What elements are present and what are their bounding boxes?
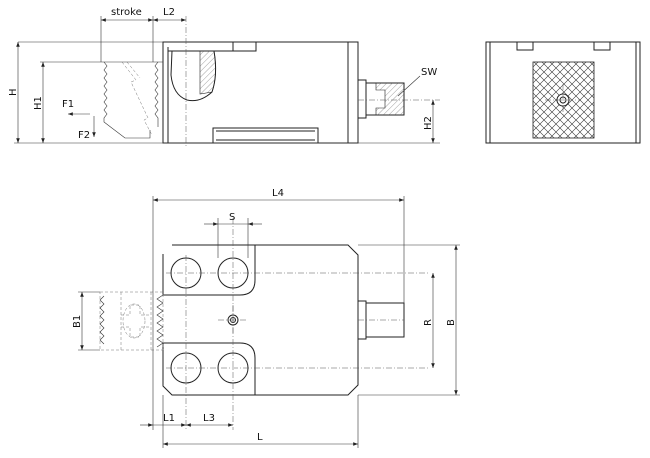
side-view: H H1 stroke L2 F1 F2 H2 SW <box>8 7 440 148</box>
label-L3: L3 <box>203 413 215 424</box>
top-view: L4 S R B B1 L1 L3 L <box>72 188 460 448</box>
label-F2: F2 <box>78 130 90 141</box>
label-L1: L1 <box>163 413 175 424</box>
jaw-teeth-right <box>154 61 159 127</box>
label-L: L <box>257 432 263 443</box>
label-L4: L4 <box>272 188 284 199</box>
label-R: R <box>423 319 434 326</box>
jaw-teeth-left <box>103 61 151 139</box>
label-H2: H2 <box>423 116 434 130</box>
body-outline-top <box>162 244 359 396</box>
label-H: H <box>8 88 19 96</box>
label-B1: B1 <box>72 315 83 328</box>
label-H1: H1 <box>33 96 44 110</box>
label-L2: L2 <box>163 7 175 18</box>
label-F1: F1 <box>62 99 74 110</box>
jaw-teeth-left-top <box>99 295 105 345</box>
label-SW: SW <box>421 67 437 78</box>
front-view <box>485 41 641 144</box>
label-stroke: stroke <box>111 7 142 18</box>
label-S: S <box>229 212 235 223</box>
label-B: B <box>446 319 457 326</box>
